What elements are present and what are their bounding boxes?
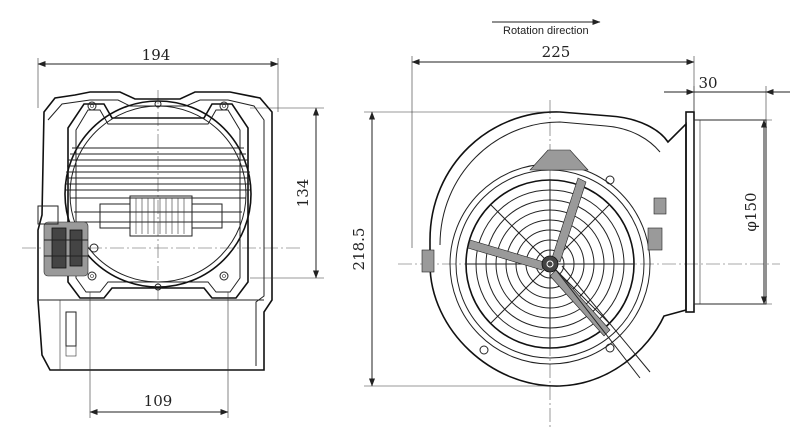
impeller-blades bbox=[66, 147, 250, 223]
switch-slot-base bbox=[65, 345, 77, 357]
outlet-ring-inner bbox=[69, 105, 247, 283]
dim-width-194: 194 bbox=[37, 46, 279, 112]
left-lug bbox=[421, 249, 435, 273]
left-view: 194 134 109 bbox=[22, 46, 324, 418]
mounting-frame-inner bbox=[75, 109, 241, 293]
dim-label-109: 109 bbox=[144, 392, 173, 410]
dim-label-194: 194 bbox=[142, 46, 171, 64]
right-view: Rotation direction bbox=[350, 19, 790, 430]
screw-bottom-left bbox=[479, 345, 489, 355]
dim-width-225: 225 bbox=[411, 43, 695, 248]
dim-bottom-109: 109 bbox=[89, 292, 229, 418]
dim-label-134: 134 bbox=[294, 179, 312, 208]
dim-height-218: 218.5 bbox=[350, 111, 560, 387]
dim-label-30: 30 bbox=[698, 74, 717, 92]
rotation-note: Rotation direction bbox=[503, 25, 589, 37]
scroll-inner-edge bbox=[439, 121, 661, 246]
motor-right-shaft bbox=[191, 203, 223, 229]
switch-slot bbox=[65, 311, 77, 347]
dim-label-218: 218.5 bbox=[350, 228, 368, 271]
scroll-housing bbox=[429, 111, 687, 387]
motor-windings bbox=[135, 198, 185, 234]
housing-inner-edge bbox=[47, 99, 265, 366]
outlet-ring-outer bbox=[64, 100, 252, 288]
screw-top-right bbox=[605, 175, 615, 185]
dim-label-225: 225 bbox=[542, 43, 571, 61]
right-upper-lug bbox=[653, 197, 667, 215]
mounting-frame bbox=[67, 103, 249, 299]
dim-outlet-30: 30 bbox=[664, 74, 790, 120]
motor-body bbox=[129, 195, 193, 237]
housing-outline bbox=[37, 91, 273, 371]
dim-label-phi150: φ150 bbox=[742, 192, 760, 231]
outlet-flange bbox=[685, 111, 695, 313]
cable-line-a bbox=[555, 269, 641, 379]
top-bracket bbox=[529, 149, 589, 171]
screw-bottom-right bbox=[605, 343, 615, 353]
cable-line-b bbox=[561, 265, 651, 373]
cable-gland bbox=[37, 205, 99, 277]
screw-holes bbox=[87, 100, 229, 291]
dim-diameter-150: φ150 bbox=[694, 119, 772, 305]
right-lug bbox=[647, 227, 663, 251]
motor-left-shaft bbox=[99, 203, 131, 229]
dim-height-134: 134 bbox=[250, 107, 324, 279]
